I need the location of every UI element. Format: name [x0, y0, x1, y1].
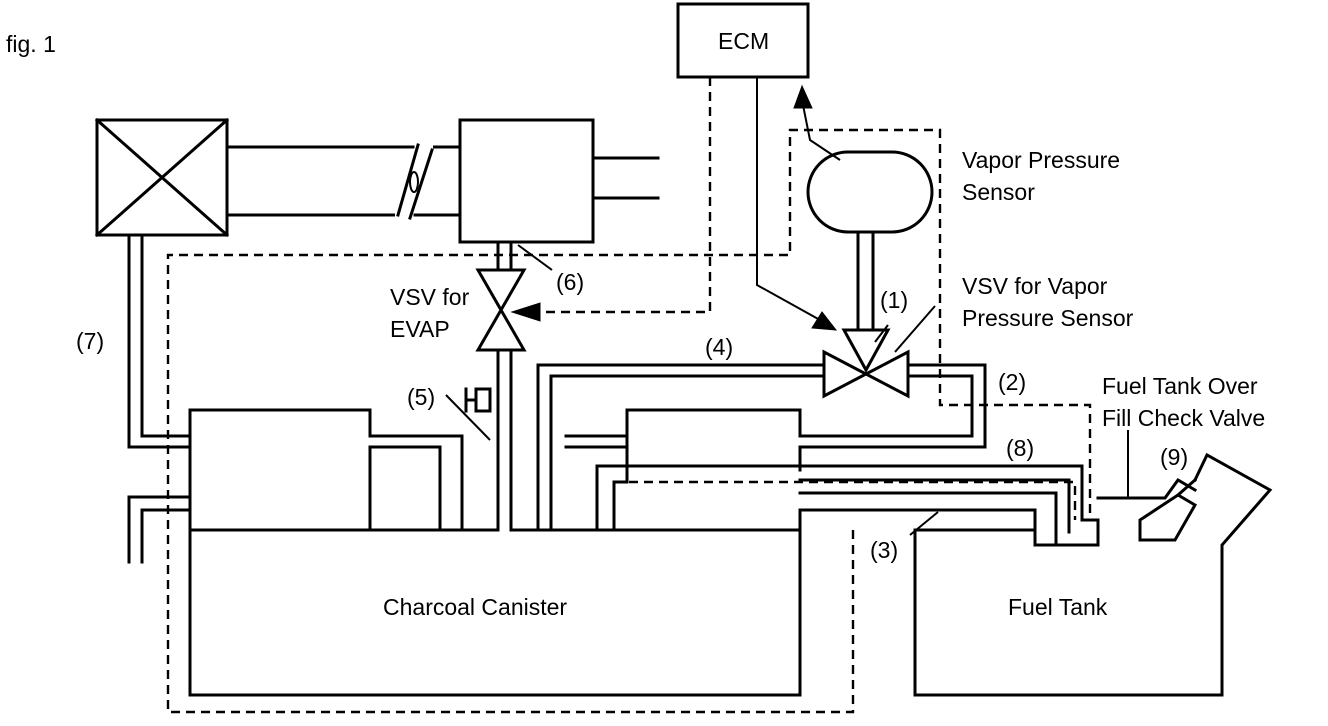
line-7 — [127, 233, 192, 564]
vsv-vapor-pressure-sensor-label: VSV for Vapor Pressure Sensor — [962, 273, 1134, 331]
canister-inner-chamber — [612, 408, 802, 532]
callout-2: (2) — [998, 369, 1026, 395]
vapor-pressure-sensor-label: Vapor Pressure Sensor — [962, 147, 1126, 205]
intake-chamber — [458, 118, 595, 244]
callout-8: (8) — [1006, 435, 1034, 461]
charcoal-canister-label: Charcoal Canister — [383, 594, 567, 620]
ecm-signal-lines — [510, 77, 841, 331]
ecm-label: ECM — [718, 28, 769, 54]
callout-6: (6) — [556, 269, 584, 295]
fuel-tank — [913, 452, 1273, 697]
line-4 — [536, 363, 826, 532]
callout-3: (3) — [870, 537, 898, 563]
line-8 — [595, 464, 1100, 547]
canister-check-valve — [464, 387, 492, 413]
callout-9: (9) — [1160, 444, 1188, 470]
vapor-pressure-sensor — [806, 150, 934, 332]
intake-pipe — [225, 140, 462, 222]
ecm-box — [676, 2, 810, 79]
vsv-evap-label: VSV for EVAP — [390, 284, 476, 342]
callout-4: (4) — [705, 334, 733, 360]
line-3 — [798, 508, 1100, 547]
vsv-vapor-pressure-sensor-valve — [822, 328, 910, 399]
callout-5: (5) — [407, 384, 435, 410]
air-cleaner — [94, 117, 230, 238]
dashed-line-tank-vent — [614, 480, 1077, 520]
charcoal-canister — [188, 408, 802, 697]
callout-7: (7) — [76, 328, 104, 354]
callout-1: (1) — [880, 287, 908, 313]
fill-check-valve-label: Fuel Tank Over Fill Check Valve — [1102, 373, 1265, 431]
dashed-line-canister-outline — [166, 128, 1092, 714]
vsv-evap-valve — [475, 268, 527, 352]
callout-leaders — [445, 244, 939, 536]
figure-label: fig. 1 — [6, 31, 56, 57]
fuel-tank-label: Fuel Tank — [1008, 594, 1108, 620]
